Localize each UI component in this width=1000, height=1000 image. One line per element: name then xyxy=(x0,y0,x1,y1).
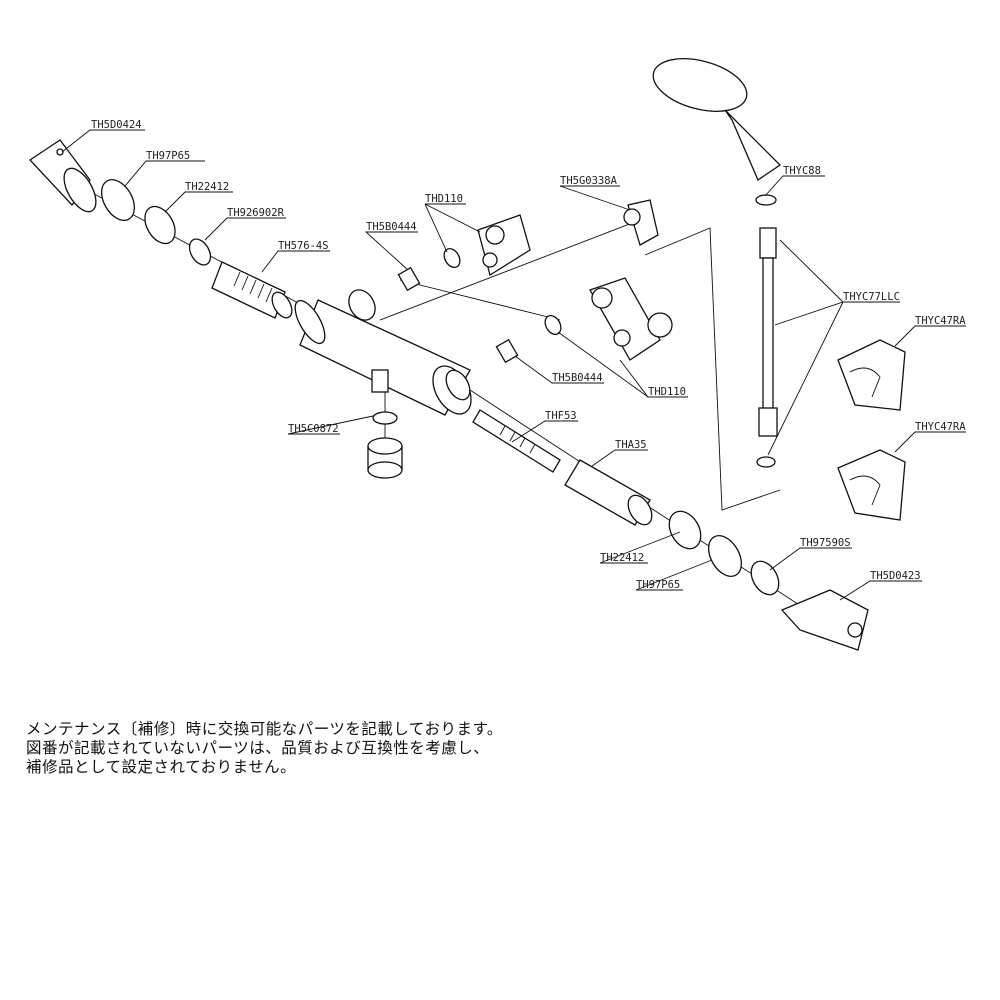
label-thd110-lower: THD110 xyxy=(648,386,686,398)
note-line-3: 補修品として設定されておりません。 xyxy=(26,758,297,776)
label-th22412: TH22412 xyxy=(185,181,229,193)
label-thf53: THF53 xyxy=(545,410,577,422)
o-ring-upper xyxy=(443,248,461,268)
elbow-th5g0338a xyxy=(623,199,659,246)
label-thyc77llc: THYC77LLC xyxy=(843,291,900,303)
ring-th22412 xyxy=(144,205,176,245)
packing-th5c0872 xyxy=(372,411,398,425)
ring-th22412-right xyxy=(668,510,702,550)
label-th5d0423: TH5D0423 xyxy=(870,570,921,582)
left-handle-cap xyxy=(29,139,97,213)
nut-th5c0872 xyxy=(367,437,403,479)
ring-th97590s xyxy=(750,560,780,596)
label-th97p65: TH97P65 xyxy=(146,150,190,162)
shower-head xyxy=(652,58,782,181)
label-th5b0444-upper: TH5B0444 xyxy=(366,221,417,233)
label-thyc47ra-1: THYC47RA xyxy=(915,315,966,327)
label-th97590s: TH97590S xyxy=(800,537,851,549)
label-tha35: THA35 xyxy=(615,439,647,451)
shower-hose xyxy=(758,227,778,437)
note-line-1: メンテナンス〔補修〕時に交換可能なパーツを記載しております。 xyxy=(26,720,503,738)
note-line-2: 図番が記載されていないパーツは、品質および互換性を考慮し、 xyxy=(26,739,490,757)
thermo-cartridge xyxy=(211,261,293,319)
lower-elbow-thd110 xyxy=(589,277,673,361)
clip-th926902r xyxy=(188,238,212,266)
label-th22412-right: TH22412 xyxy=(600,552,644,564)
label-th5c0872: TH5C0872 xyxy=(288,423,339,435)
label-th576-4s: TH576-4S xyxy=(278,240,329,252)
filter-thf53 xyxy=(472,409,561,473)
label-th5d0424: TH5D0424 xyxy=(91,119,142,131)
ring-th97p65 xyxy=(100,179,136,221)
washer-lower xyxy=(756,456,776,468)
ring-th97p65-right xyxy=(707,535,743,577)
check-valve-lower xyxy=(495,338,519,364)
label-th5b0444-lower: TH5B0444 xyxy=(552,372,603,384)
label-thyc88: THYC88 xyxy=(783,165,821,177)
maintenance-note: メンテナンス〔補修〕時に交換可能なパーツを記載しております。 図番が記載されてい… xyxy=(26,720,503,777)
check-valve-upper xyxy=(397,266,421,292)
label-th926902r: TH926902R xyxy=(227,207,285,219)
upper-elbow-thd110 xyxy=(477,214,531,277)
label-thyc47ra-2: THYC47RA xyxy=(915,421,966,433)
leader-lines xyxy=(61,129,966,601)
o-ring-lower xyxy=(544,315,562,335)
holder-thyc47ra-1 xyxy=(837,339,906,411)
valve-tha35 xyxy=(564,459,653,526)
right-handle-th5d0423 xyxy=(780,589,869,651)
label-thd110-upper: THD110 xyxy=(425,193,463,205)
washer-thyc88 xyxy=(755,194,777,206)
label-th5g0338a: TH5G0338A xyxy=(560,175,618,187)
holder-thyc47ra-2 xyxy=(837,449,906,521)
label-th97p65-right: TH97P65 xyxy=(636,579,680,591)
faucet-body xyxy=(294,289,472,416)
